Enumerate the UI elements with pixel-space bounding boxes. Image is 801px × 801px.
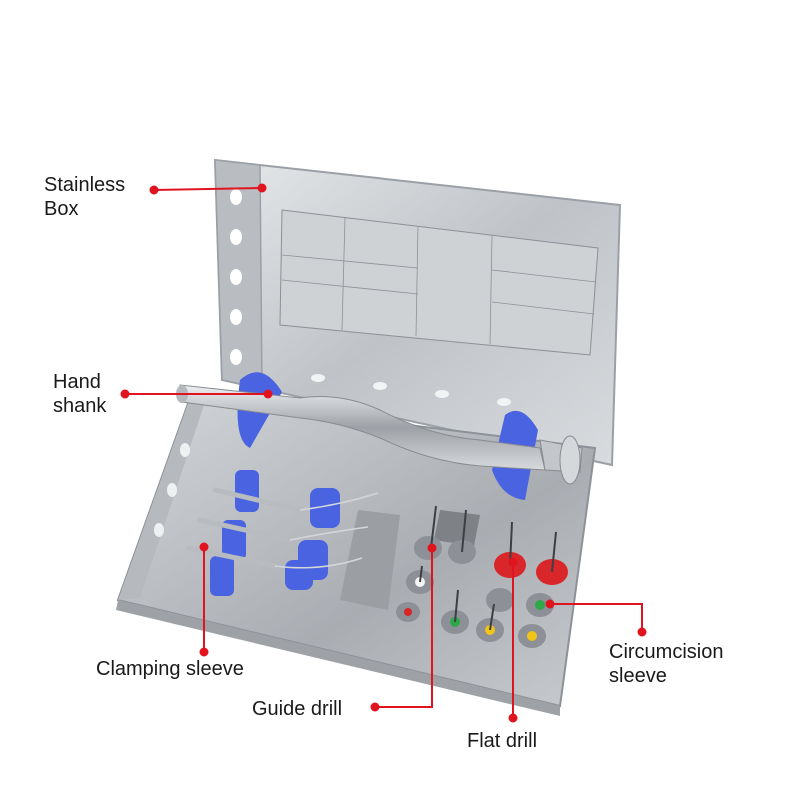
label-stainless-box: Stainless Box <box>44 173 125 221</box>
label-hand-shank-line1: Hand <box>53 371 101 393</box>
label-stainless-box-line2: Box <box>44 198 79 220</box>
hand-shank <box>176 372 583 500</box>
label-guide-drill: Guide drill <box>252 698 343 720</box>
label-circumcision-sleeve: Circumcision sleeve <box>609 640 723 688</box>
label-stainless-box-line1: Stainless <box>44 174 126 196</box>
label-circumcision-sleeve-line1: Circumcision <box>609 641 724 663</box>
label-hand-shank: Hand shank <box>53 370 106 418</box>
stainless-box-lid <box>213 158 622 467</box>
lid-vent-holes <box>230 189 242 365</box>
lid-rim-holes <box>311 374 511 406</box>
label-circumcision-sleeve-line2: sleeve <box>609 665 667 687</box>
clamping-sleeves <box>185 470 379 596</box>
drill-sleeves <box>396 505 568 648</box>
lid-instruction-panel <box>279 209 599 356</box>
pointer-lines <box>120 183 647 723</box>
label-clamping-sleeve: Clamping sleeve <box>96 658 244 680</box>
label-flat-drill: Flat drill <box>467 730 538 752</box>
label-hand-shank-line2: shank <box>53 395 107 417</box>
